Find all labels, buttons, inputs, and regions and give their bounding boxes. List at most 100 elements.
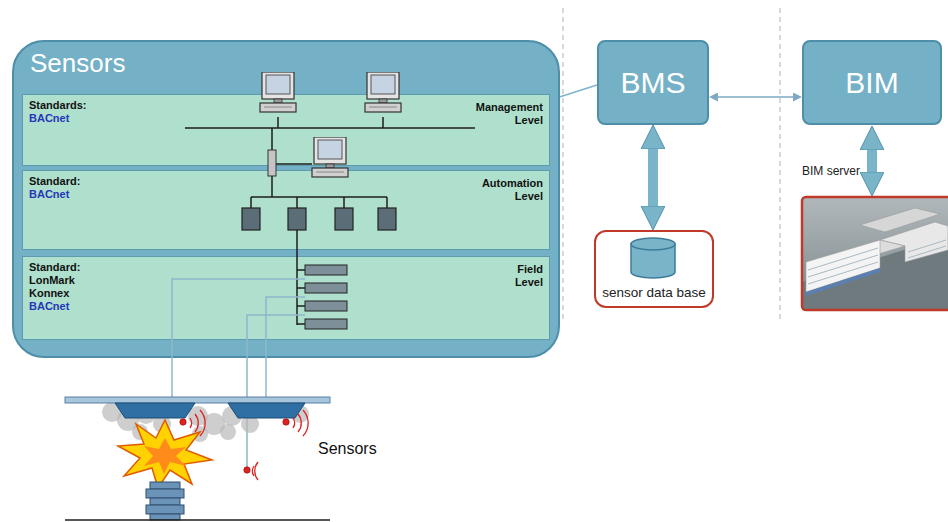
field-device — [305, 301, 347, 311]
sensor-dot — [283, 419, 289, 425]
smoke-cloud — [220, 424, 236, 440]
field-device — [305, 283, 347, 293]
sensor-label: Sensors — [318, 440, 377, 458]
field-device — [305, 265, 347, 275]
column-stack — [150, 498, 180, 505]
controller-box — [378, 208, 396, 230]
level-column: Management Level — [476, 101, 543, 127]
building-model-image — [808, 240, 946, 284]
explosion-symbol — [118, 420, 212, 488]
block-arrow — [648, 141, 658, 214]
image-frame — [802, 197, 948, 310]
network-drawing — [251, 196, 387, 198]
column-stack — [150, 482, 180, 489]
network-drawing — [386, 197, 388, 208]
standards-column: Standard:BACnet — [29, 175, 80, 201]
computer-icon — [260, 72, 296, 112]
sensor-housing — [228, 403, 305, 418]
controller-box — [242, 208, 396, 230]
controller-box — [242, 208, 260, 230]
explosion-symbol — [144, 438, 186, 474]
network-drawing — [185, 127, 475, 129]
building-model-image — [908, 240, 946, 252]
standard-heading: Standards: — [29, 99, 86, 112]
sensor-housing — [115, 403, 305, 418]
standard-name: BACnet — [29, 112, 86, 125]
ceiling-plate — [65, 397, 330, 403]
standard-name: Konnex — [29, 287, 80, 300]
signal-wave — [255, 462, 258, 480]
level-column: Field Level — [515, 263, 543, 289]
standard-name: LonMark — [29, 274, 80, 287]
database-icon — [631, 238, 675, 250]
controller-box — [288, 208, 306, 230]
standards-column: Standard:LonMarkKonnexBACnet — [29, 261, 80, 313]
standard-heading: Standard: — [29, 175, 80, 188]
block-arrow — [867, 142, 877, 180]
building-model-image — [806, 240, 880, 292]
database-icon — [631, 238, 675, 278]
network-drawing — [297, 323, 305, 325]
level-band: Standard:LonMarkKonnexBACnet Field Level — [22, 256, 550, 340]
system-name: BIM — [845, 66, 898, 100]
smoke-cloud — [102, 402, 309, 442]
signal-wave — [195, 414, 198, 432]
network-drawing — [343, 197, 345, 208]
network-drawing — [277, 117, 279, 128]
building-model-image — [808, 248, 878, 270]
standard-heading: Standard: — [29, 261, 80, 274]
separator-line — [563, 8, 780, 322]
separator-line — [780, 8, 781, 322]
network-drawing — [297, 287, 305, 289]
level-band: Standard:BACnet Automation Level — [22, 170, 550, 250]
explosion-symbol — [118, 420, 212, 488]
building-model-image — [808, 262, 878, 284]
standard-name: BACnet — [29, 300, 80, 313]
standards-column: Standards:BACnet — [29, 99, 86, 125]
signal-wave — [298, 414, 301, 432]
network-drawing — [250, 197, 252, 208]
column-stack — [146, 489, 184, 498]
sensor-dot — [244, 467, 250, 473]
floor-line — [65, 519, 330, 521]
signal-wave — [200, 410, 205, 436]
network-drawing — [297, 269, 305, 271]
building-model-image — [806, 268, 880, 296]
database-name: sensor data base — [602, 285, 706, 300]
sensor-housing — [115, 403, 195, 418]
level-name: Field Level — [515, 263, 543, 289]
sensor-wire — [172, 279, 305, 397]
sensor-dot — [180, 419, 289, 473]
field-device — [305, 319, 347, 329]
router-device — [268, 150, 276, 176]
building-model-image — [908, 246, 946, 258]
network-drawing — [297, 305, 305, 307]
connector-line — [717, 96, 794, 98]
separator-line — [563, 8, 564, 322]
building-model-image — [802, 197, 948, 310]
network-drawing — [296, 197, 298, 208]
standard-name: BACnet — [29, 188, 80, 201]
level-name: Management Level — [476, 101, 543, 127]
network-drawing — [296, 230, 298, 325]
column-stack — [150, 514, 180, 520]
column-stack — [146, 482, 184, 520]
sensor-dot — [180, 419, 186, 425]
network-drawing — [382, 117, 384, 128]
field-device — [305, 265, 347, 329]
building-model-image — [880, 222, 948, 262]
panel-title: Sensors — [30, 48, 125, 79]
system-name: BMS — [620, 66, 685, 100]
building-model-image — [808, 255, 878, 277]
signal-wave — [252, 466, 254, 476]
controller-box — [335, 208, 353, 230]
level-column: Automation Level — [482, 177, 543, 203]
building-model-image — [802, 197, 948, 310]
sensor-wire — [266, 297, 305, 397]
computer-icon — [312, 137, 348, 177]
column-stack — [146, 505, 184, 514]
signal-wave — [303, 410, 308, 436]
network-drawing — [185, 117, 475, 325]
signal-wave — [190, 418, 192, 428]
